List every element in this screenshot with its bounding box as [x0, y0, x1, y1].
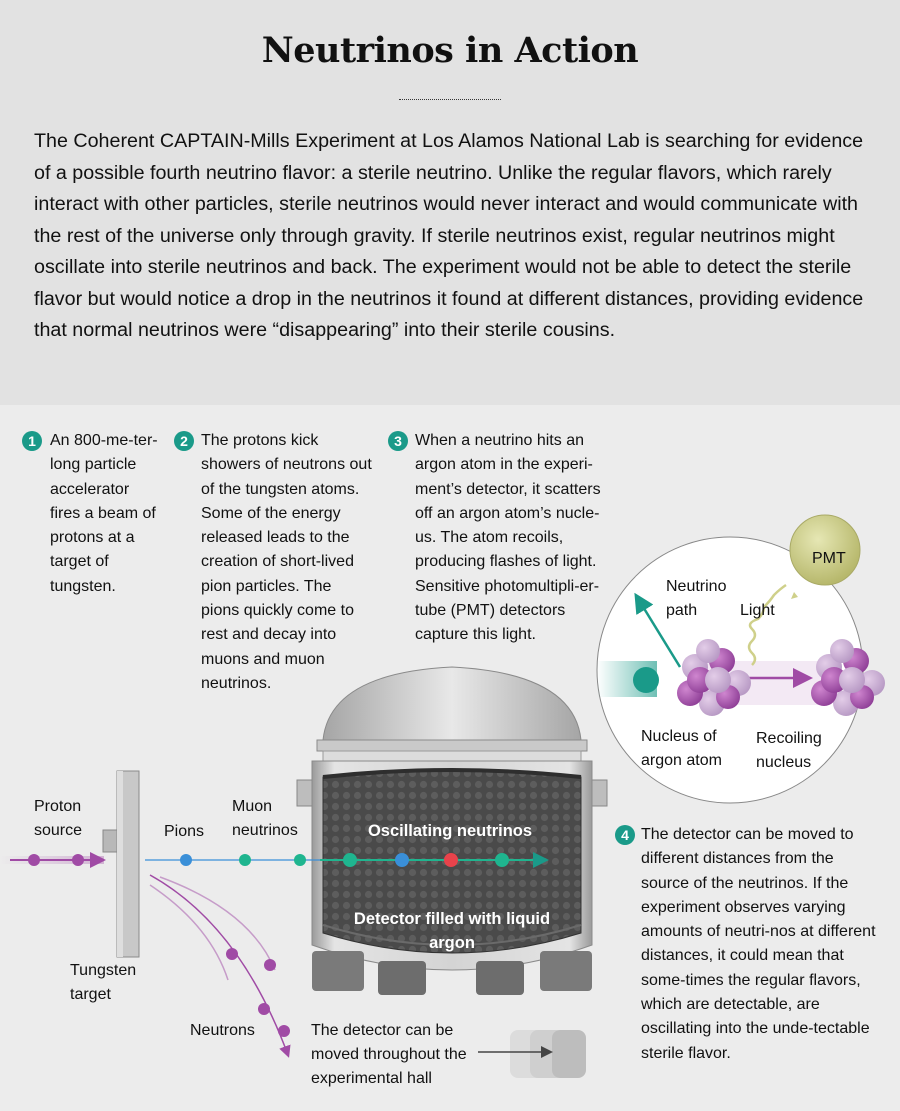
neutrino-beam [145, 852, 549, 868]
step-1-badge: 1 [22, 431, 42, 451]
neutron-paths [149, 874, 291, 1058]
detector-label: Detector filled with liquid argon [353, 910, 551, 952]
proton-source-label: Proton source [34, 798, 83, 839]
muon-neutrinos-label: Muon neutrinos [232, 798, 298, 839]
detector-moved-label: The detector can be moved throughout the… [311, 1022, 467, 1087]
step-2-badge: 2 [174, 431, 194, 451]
pions-label: Pions [164, 823, 205, 840]
step-4-badge: 4 [615, 825, 635, 845]
tungsten-target [102, 770, 140, 958]
pmt-label: PMT [812, 550, 846, 567]
page-title: Neutrinos in Action [261, 30, 639, 71]
diagram-graphics [0, 514, 885, 1078]
step-4-text: The detector can be moved to different d… [641, 826, 876, 1062]
proton-beam [0, 852, 106, 868]
neutrons-label: Neutrons [190, 1022, 255, 1039]
recoiling-nucleus [811, 639, 885, 716]
nucleus-label: Nucleus of argon atom [641, 728, 722, 769]
step-1-text: An 800-me-ter-long particle accelerator … [50, 432, 158, 595]
step-3-badge: 3 [388, 431, 408, 451]
step-2-text: The protons kick showers of neutrons out… [201, 432, 372, 692]
experiment-diagram: 1 An 800-me-ter-long particle accelerato… [0, 405, 900, 1111]
detector-move-icon [478, 1030, 586, 1078]
header-panel: Neutrinos in Action The Coherent CAPTAIN… [0, 0, 900, 405]
light-label: Light [740, 602, 775, 619]
step-3-text: When a neutrino hits an argon atom in th… [415, 432, 601, 644]
title-divider [399, 99, 501, 100]
neutrino-path-label: Neutrino path [666, 578, 727, 619]
oscillating-neutrinos-label: Oscillating neutrinos [367, 822, 533, 840]
recoiling-nucleus-label: Recoiling nucleus [756, 730, 822, 771]
tungsten-target-label: Tungsten target [70, 962, 137, 1003]
argon-nucleus [677, 639, 751, 716]
intro-paragraph: The Coherent CAPTAIN-Mills Experiment at… [34, 130, 864, 341]
